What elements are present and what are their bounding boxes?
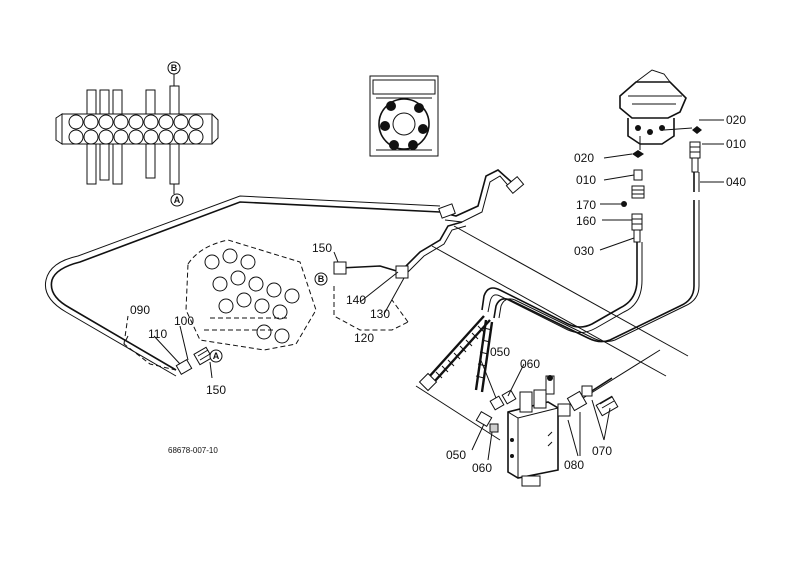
fittings-block <box>475 385 619 433</box>
pipe-040-edge <box>498 172 700 343</box>
connector-b-label: B <box>171 63 178 73</box>
pump-detail <box>369 75 439 157</box>
leader-lines <box>153 119 724 461</box>
diagram-code: 68678-007-10 <box>168 446 218 455</box>
callout-020-top: 020 <box>726 113 746 127</box>
control-valve-overview: B A <box>55 61 219 207</box>
callout-040: 040 <box>726 175 746 189</box>
pipe-140-edge <box>403 225 467 277</box>
steering-unit <box>619 69 693 150</box>
pipe-090-edge <box>44 195 441 377</box>
callout-080: 080 <box>564 458 584 472</box>
hose-left-braided <box>418 315 491 392</box>
priority-valve-block <box>507 375 613 487</box>
callout-110: 110 <box>148 327 167 341</box>
callout-150-top: 150 <box>312 241 332 255</box>
connector-a-label: A <box>174 195 181 205</box>
pipe-140 <box>399 221 463 273</box>
connector-b-marker <box>167 61 181 75</box>
callout-060-upper: 060 <box>520 357 540 371</box>
callout-170: 170 <box>576 198 596 212</box>
callout-010-top: 010 <box>726 137 746 151</box>
pipe-030 <box>481 242 638 328</box>
connector-a-pipe-marker <box>209 349 223 363</box>
callout-020-left: 020 <box>574 151 594 165</box>
callout-050-lower: 050 <box>446 448 466 462</box>
connector-a-pipe-label: A <box>213 351 220 361</box>
pipe-040 <box>493 172 695 343</box>
projection-lines <box>415 225 689 441</box>
pipe-120 <box>439 169 517 217</box>
callout-030: 030 <box>574 244 594 258</box>
callout-010-left: 010 <box>576 173 596 187</box>
callout-120: 120 <box>354 331 374 345</box>
hose-right-braided <box>474 319 494 393</box>
control-valve-hidden <box>185 239 317 351</box>
callout-130: 130 <box>370 307 390 321</box>
callout-140: 140 <box>346 293 366 307</box>
callout-160: 160 <box>576 214 596 228</box>
pipe-fittings-upper <box>333 175 525 279</box>
callout-060-lower: 060 <box>472 461 492 475</box>
fittings-lower-left <box>175 346 213 376</box>
pipe-030-edge <box>487 242 643 334</box>
connector-a-marker <box>170 193 184 207</box>
group-090-dashed <box>123 335 177 371</box>
callout-050-upper: 050 <box>490 345 510 359</box>
pipe-120-edge <box>444 175 513 223</box>
group-120-dashed <box>333 286 409 331</box>
steering-fittings-right <box>689 126 702 173</box>
callout-070: 070 <box>592 444 612 458</box>
connector-b-pipe-label: B <box>318 274 325 284</box>
pipe-090 <box>50 201 441 371</box>
steering-fittings-left <box>621 150 645 243</box>
connector-b-pipe-marker <box>314 272 328 286</box>
callout-090: 090 <box>130 303 150 317</box>
pipe-150-link <box>339 265 401 273</box>
callout-100: 100 <box>174 314 194 328</box>
callout-150-bottom: 150 <box>206 383 226 397</box>
